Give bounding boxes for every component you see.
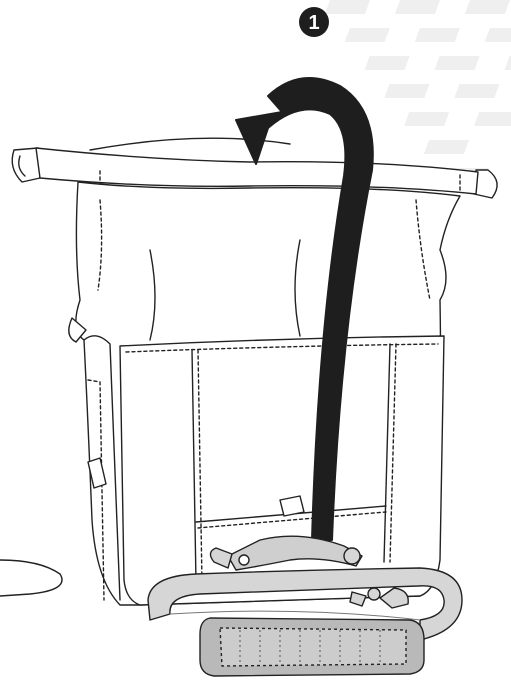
partial-object <box>0 560 62 596</box>
d-ring-left-icon <box>12 148 40 182</box>
step-number-label: 1 <box>308 12 319 34</box>
bag-icon <box>12 138 497 605</box>
step-badge: 1 <box>299 7 329 37</box>
